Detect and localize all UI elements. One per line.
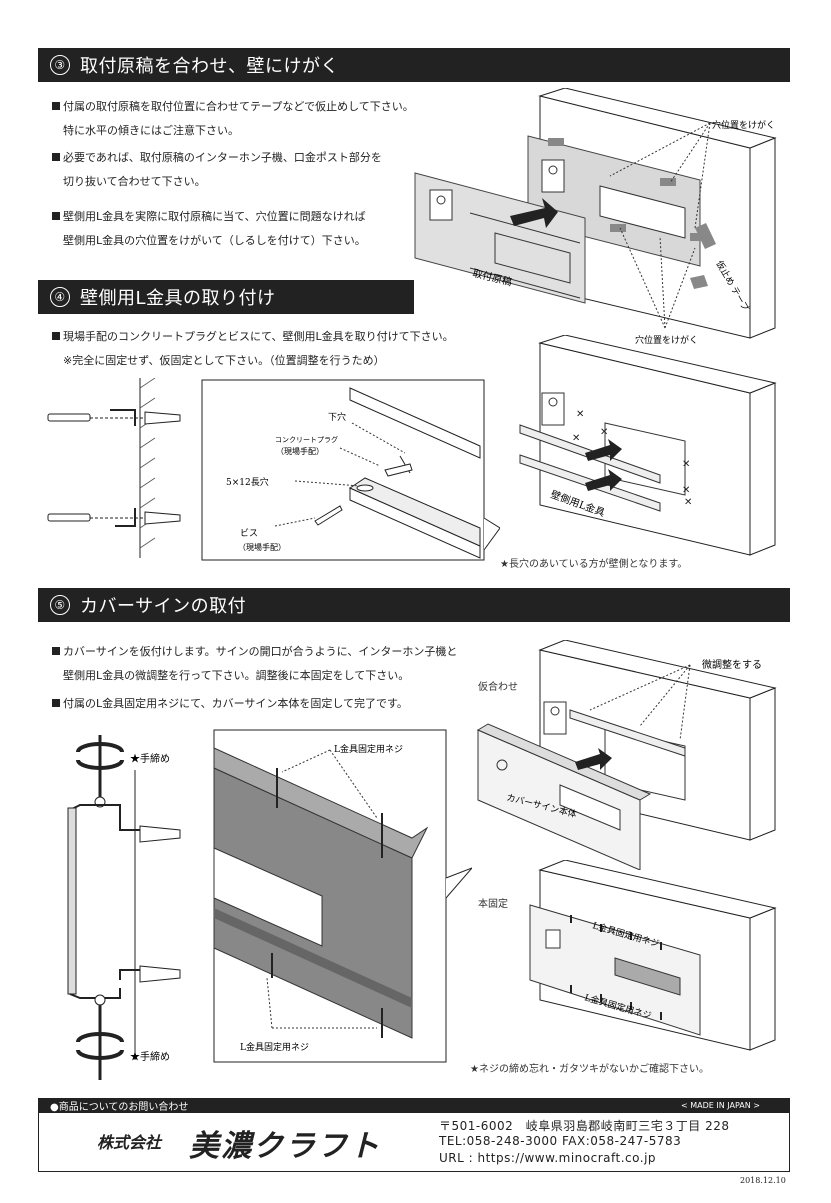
bullet-square-icon	[52, 699, 60, 707]
plug-label: コンクリートプラグ	[275, 435, 338, 444]
section-4-wall-view: ✕✕✕ ✕✕✕ 壁側用L金具	[519, 335, 777, 556]
section-4-side-view	[47, 378, 181, 558]
section-4-header: ④ 壁側用L金具の取り付け	[38, 280, 414, 314]
screw-label: ビス	[240, 528, 258, 539]
document-date: 2018.12.10	[740, 1176, 786, 1185]
section-5-temp-fit-view: 微調整をする カバーサイン本体	[476, 640, 777, 870]
svg-text:✕: ✕	[682, 459, 690, 470]
fine-adjust-label: 微調整をする	[702, 658, 762, 671]
temp-fit-label: 仮合わせ	[478, 682, 518, 693]
bullet-square-icon	[52, 647, 60, 655]
section-4-note: ★長穴のあいている方が壁側となります。	[500, 559, 688, 570]
footer-inquiry-bar: ●商品についてのお問い合わせ < MADE IN JAPAN >	[38, 1098, 790, 1113]
section-3-bullet-1: 付属の取付原稿を取付位置に合わせてテープなどで仮止めして下さい。 特に水平の傾き…	[52, 95, 414, 143]
hole-mark-label-top: 穴位置をけがく	[712, 119, 775, 131]
hole-mark-label-bottom: 穴位置をけがく	[635, 334, 698, 346]
section-3-number: ③	[50, 55, 70, 75]
slot-label: 5×12長穴	[226, 476, 269, 488]
inquiry-label: ●商品についてのお問い合わせ	[50, 1101, 189, 1113]
final-fix-label: 本固定	[478, 899, 508, 910]
section-3-bullet-3: 壁側用L金具を実際に取付原稿に当て、穴位置に問題なければ 壁側用L金具の穴位置を…	[52, 205, 366, 253]
section-5-header: ⑤ カバーサインの取付	[38, 588, 790, 622]
section-3-header: ③ 取付原稿を合わせ、壁にけがく	[38, 48, 790, 82]
tighten-label-top: ★手締め	[130, 752, 170, 765]
plug-sub-label: （現場手配）	[276, 446, 324, 456]
tighten-label-bottom: ★手締め	[130, 1050, 170, 1063]
company-url[interactable]: URL : https://www.minocraft.co.jp	[439, 1151, 657, 1165]
bullet-square-icon	[52, 153, 60, 161]
section-4-bullet-1: 現場手配のコンクリートプラグとビスにて、壁側用L金具を取り付けて下さい。 ※完全…	[52, 325, 454, 373]
company-prefix: 株式会社	[97, 1133, 162, 1152]
bullet-square-icon	[52, 212, 60, 220]
made-in-japan: < MADE IN JAPAN >	[681, 1100, 760, 1110]
section-5-bullet-2: 付属のL金具固定用ネジにて、カバーサイン本体を固定して完了です。	[52, 692, 408, 716]
section-5-side-view: ★手締め ★手締め	[67, 735, 181, 1080]
screw-sub-label: （現場手配）	[238, 542, 286, 552]
bullet-square-icon	[52, 102, 60, 110]
svg-text:✕: ✕	[600, 427, 608, 438]
footer-contact-box: 株式会社 美濃クラフト 〒501-6002 岐阜県羽島郡岐南町三宅３丁目 228…	[38, 1112, 790, 1172]
section-4-number: ④	[50, 287, 70, 307]
section-5-title: カバーサインの取付	[80, 596, 247, 617]
bullet-square-icon	[52, 332, 60, 340]
lower-hole-label: 下穴	[328, 411, 346, 423]
svg-text:✕: ✕	[572, 433, 580, 444]
screw-label-bottom: L金具固定用ネジ	[240, 1041, 309, 1053]
section-4-detail: 下穴 コンクリートプラグ （現場手配） 5×12長穴 ビス （現場手配）	[201, 379, 500, 561]
company-tel-fax: TEL:058-248-3000 FAX:058-247-5783	[439, 1134, 682, 1148]
svg-text:✕: ✕	[684, 497, 692, 508]
section-5-note: ★ネジの締め忘れ・ガタツキがないかご確認下さい。	[470, 1064, 709, 1075]
svg-text:✕: ✕	[682, 485, 690, 496]
section-3-title: 取付原稿を合わせ、壁にけがく	[80, 56, 339, 77]
screw-label-top: L金具固定用ネジ	[334, 743, 403, 755]
company-address: 〒501-6002 岐阜県羽島郡岐南町三宅３丁目 228	[439, 1119, 730, 1133]
section-5-final-fix-view: L金具固定用ネジ L金具固定用ネジ	[529, 860, 777, 1051]
section-3-illustration: 穴位置をけがく 穴位置をけがく 取付原稿 仮止め テープ	[414, 88, 777, 346]
section-3-bullet-2: 必要であれば、取付原稿のインターホン子機、口金ポスト部分を 切り抜いて合わせて下…	[52, 146, 382, 194]
svg-text:✕: ✕	[576, 409, 584, 420]
company-logo: 美濃クラフト	[189, 1129, 381, 1164]
section-5-detail: L金具固定用ネジ L金具固定用ネジ	[213, 729, 472, 1063]
section-5-number: ⑤	[50, 595, 70, 615]
section-5-bullet-1: カバーサインを仮付けします。サインの開口が合うように、インターホン子機と 壁側用…	[52, 640, 457, 688]
section-4-title: 壁側用L金具の取り付け	[80, 288, 276, 309]
